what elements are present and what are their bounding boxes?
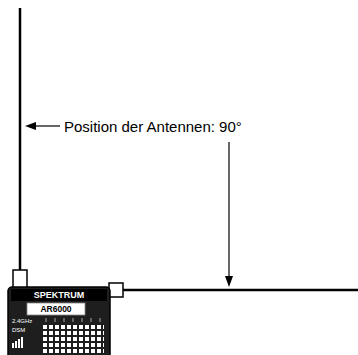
brand-name: SPEKTRUM: [34, 291, 85, 300]
angle-callout: Position der Antennen: 90°: [64, 119, 242, 134]
model-name: AR6000: [40, 305, 71, 314]
protocol-label: DSM: [12, 327, 25, 333]
signal-icon: [12, 337, 23, 348]
arrowhead: [225, 276, 233, 287]
antenna-connector: [109, 283, 123, 297]
frequency-label: 2.4GHz: [12, 318, 32, 324]
leader-line: [228, 142, 229, 278]
model-plate: [27, 303, 85, 315]
brand-band: [11, 289, 107, 301]
antenna-connector: [13, 270, 27, 289]
antenna-wire: [19, 8, 22, 272]
arrowhead: [25, 122, 36, 130]
receiver-body: [8, 287, 110, 355]
servo-pins: [42, 324, 104, 355]
antenna-wire: [122, 289, 358, 292]
leader-line: [34, 125, 60, 126]
channel-marks: [46, 318, 100, 322]
